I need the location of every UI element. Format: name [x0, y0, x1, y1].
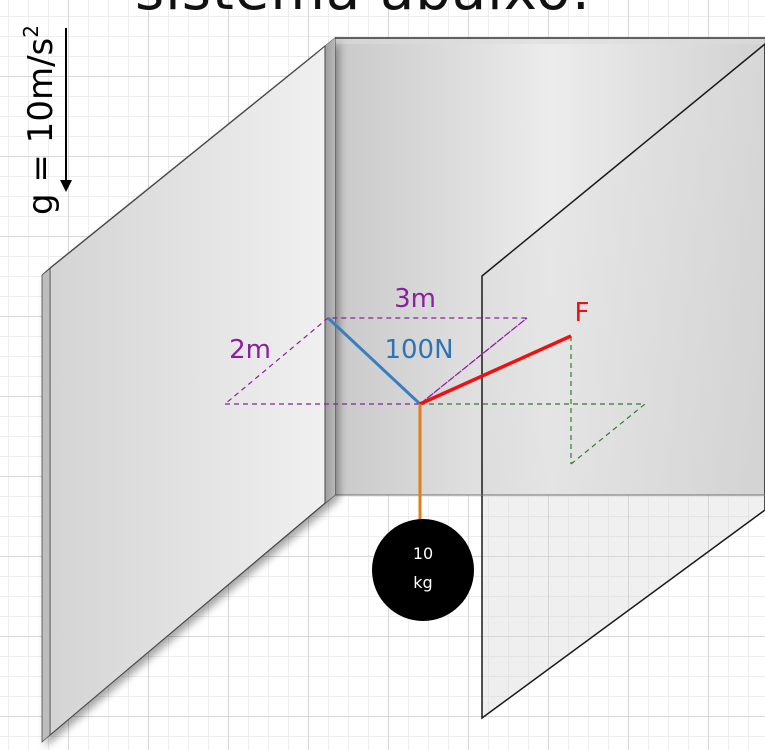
force-label: F [575, 298, 590, 328]
dimension-plane [223, 317, 529, 405]
gravity-label: g = 10m/s2 [19, 25, 61, 215]
force-helper-lines [420, 336, 646, 465]
right-wall [481, 43, 765, 720]
gravity-indicator: g = 10m/s2 [19, 25, 72, 215]
force-cable [419, 334, 572, 406]
mass-unit: kg [413, 573, 432, 592]
depth-label: 2m [229, 335, 271, 365]
left-wall [41, 36, 336, 743]
arrow-down-icon [60, 180, 72, 192]
width-label: 3m [394, 284, 436, 314]
title-text: sistema abaixo: [135, 0, 735, 23]
mass-value: 10 [413, 544, 433, 563]
tension-cable [326, 316, 422, 406]
mass-ball: 10 kg [372, 519, 474, 621]
tension-label: 100N [384, 335, 453, 365]
